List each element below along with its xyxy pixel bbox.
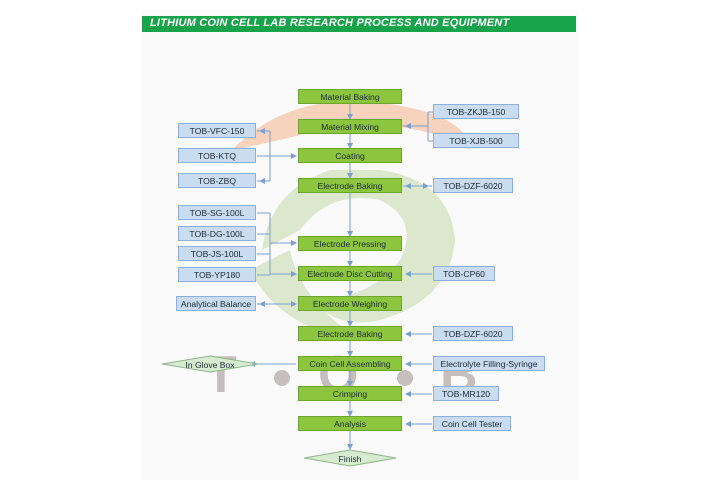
equip-dg-100l: TOB-DG-100L [178,226,256,241]
glove-box-diamond [161,355,259,373]
equip-zbq: TOB-ZBQ [178,173,256,188]
equip-mr120: TOB-MR120 [433,386,499,401]
equip-yp180: TOB-YP180 [178,267,256,282]
equip-zkjb-150: TOB-ZKJB-150 [433,104,519,119]
equip-dzf-6020-2: TOB-DZF-6020 [433,326,513,341]
finish-label: Finish [338,453,362,464]
step-coin-cell-assembling: Coin Cell Assembling [298,356,402,371]
equip-cp60: TOB-CP60 [433,266,495,281]
equip-ktq: TOB-KTQ [178,148,256,163]
glove-box-label: In Glove Box [185,359,235,370]
page-title: LITHIUM COIN CELL LAB RESEARCH PROCESS A… [150,17,510,29]
step-electrode-weighing: Electrode Weighing [298,296,402,311]
step-material-mixing: Material Mixing [298,119,402,134]
step-electrode-baking-2: Electrode Baking [298,326,402,341]
finish-diamond [303,449,397,467]
step-crimping: Crimping [298,386,402,401]
equip-js-100l: TOB-JS-100L [178,246,256,261]
equip-dzf-6020-1: TOB-DZF-6020 [433,178,513,193]
step-electrode-pressing: Electrode Pressing [298,236,402,251]
step-electrode-disc-cutting: Electrode Disc Cutting [298,266,402,281]
equip-analytical-balance: Analytical Balance [176,296,256,311]
step-electrode-baking-1: Electrode Baking [298,178,402,193]
title-bar: LITHIUM COIN CELL LAB RESEARCH PROCESS A… [142,16,576,32]
equip-electrolyte-filling: Electrolyte Filling-Syringe [433,356,545,371]
step-material-baking: Material Baking [298,89,402,104]
step-analysis: Analysis [298,416,402,431]
equip-vfc-150: TOB-VFC-150 [178,123,256,138]
step-coating: Coating [298,148,402,163]
equip-xjb-500: TOB-XJB-500 [433,133,519,148]
equip-sg-100l: TOB-SG-100L [178,205,256,220]
equip-coin-cell-tester: Coin Cell Tester [433,416,511,431]
